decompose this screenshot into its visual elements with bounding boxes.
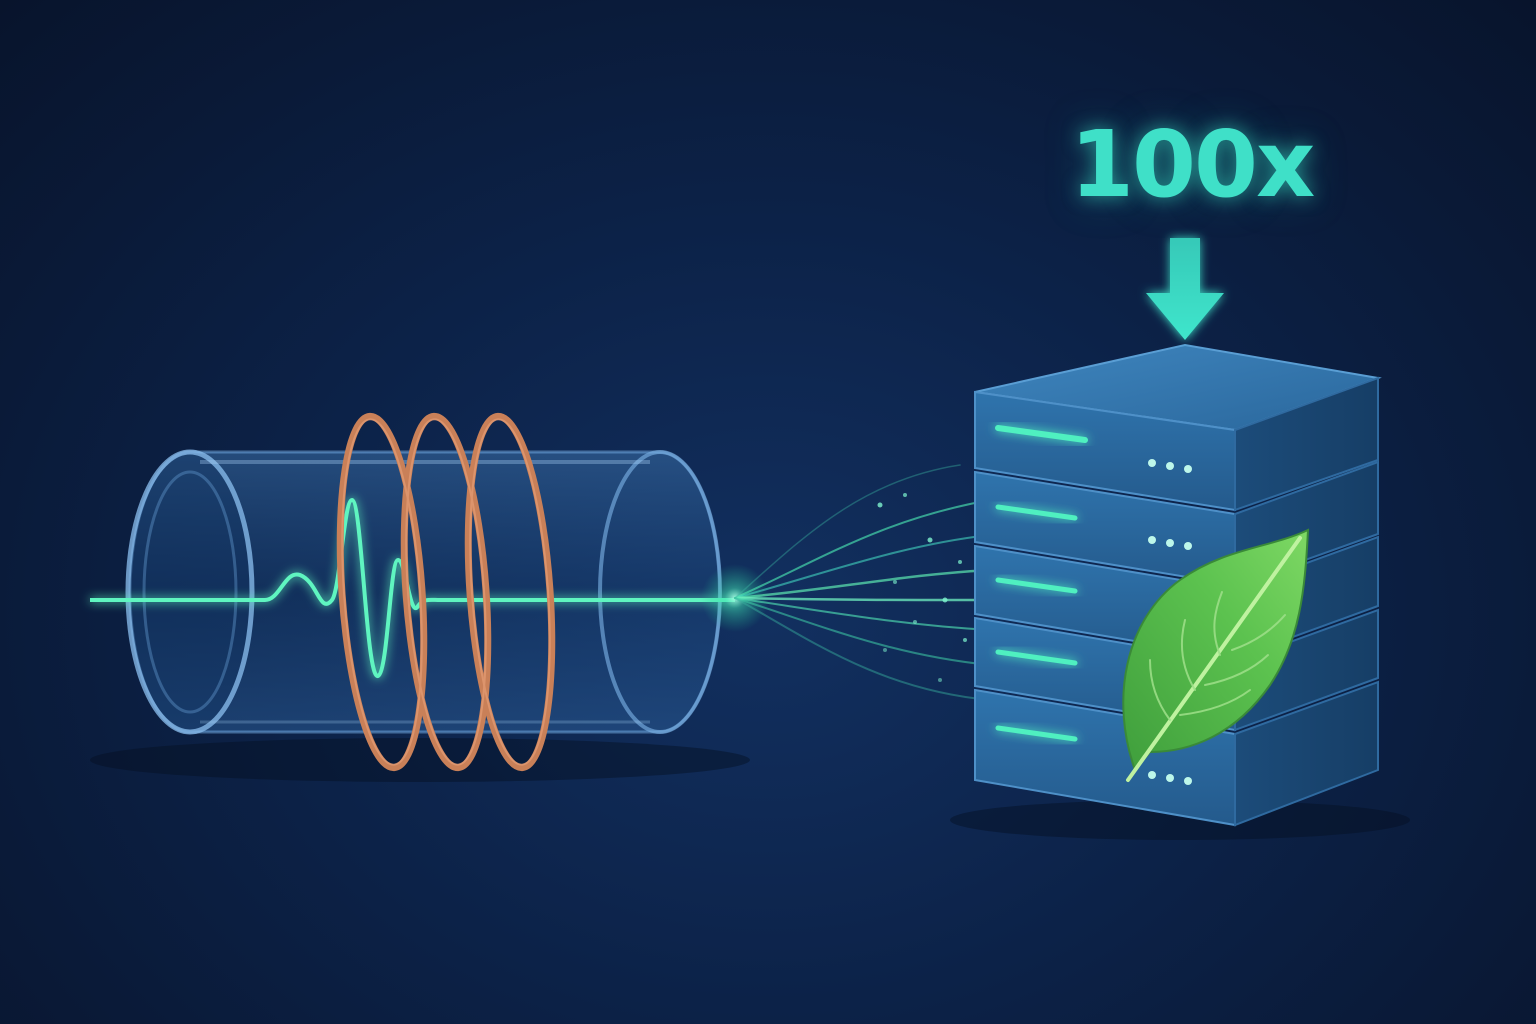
down-arrow-icon	[1146, 238, 1224, 340]
multiplier-label: 100x	[1070, 111, 1315, 218]
data-stream-lines	[733, 464, 992, 701]
copper-coil-icon	[336, 412, 556, 772]
waveform-icon	[90, 498, 735, 679]
server-unit-1	[974, 376, 1379, 512]
data-particles	[877, 493, 967, 682]
tube-shadow	[90, 738, 750, 782]
leaf-icon	[1122, 528, 1310, 782]
